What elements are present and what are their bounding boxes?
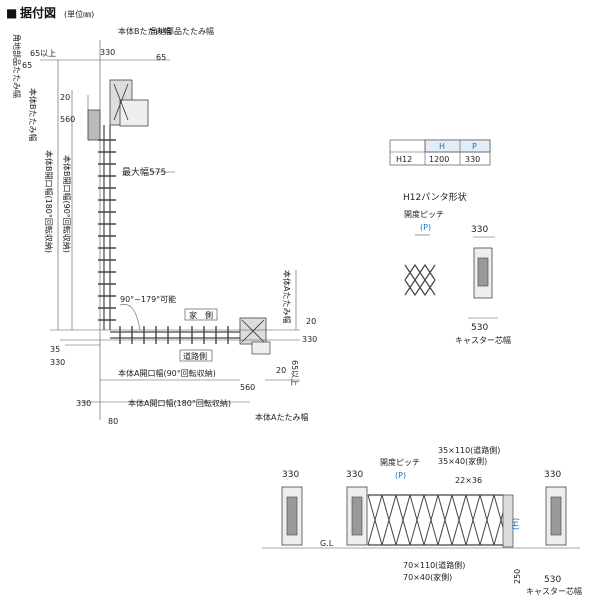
label-body-a-opening-180: 本体A開口幅(180°回転収納)	[128, 398, 231, 408]
panta-title: H12パンタ形状	[403, 191, 467, 203]
elev-dim-530: 530	[544, 575, 561, 585]
label-corner-fold-top: 角地部品たたみ幅	[150, 26, 214, 36]
label-corner-fold-left: 角地部品たたみ幅	[12, 34, 22, 98]
label-body-a-fold-bottom: 本体Aたたみ幅	[255, 412, 308, 422]
dim-330-bottom: 330	[76, 399, 91, 408]
pantograph-shape: H12パンタ形状 開度ピッチ (P) 330 530 キャスター芯幅	[403, 191, 511, 345]
dim-65-top: 65	[156, 53, 166, 62]
elev-dim-250: 250	[513, 569, 522, 584]
label-road-side: 道路側	[183, 351, 207, 361]
title-main: 据付図	[20, 5, 56, 20]
table-cell-model: H12	[396, 155, 412, 164]
dim-65-or-more: 65以上	[30, 49, 56, 58]
dim-35: 35	[50, 345, 60, 354]
dim-20-b: 20	[60, 93, 70, 102]
elev-house-bottom: 70×40(家側)	[403, 572, 452, 582]
elevation-view: G.L 330 330 開度ピッチ (P) 35×110(道路側) 35×40(…	[262, 445, 582, 596]
spec-table: H P H12 1200 330	[389, 139, 491, 166]
elev-dim-22x36: 22×36	[455, 476, 482, 485]
dim-65-left: 65	[22, 61, 32, 70]
elev-gl: G.L	[320, 539, 334, 548]
elev-dim-330-mid: 330	[346, 470, 363, 480]
panta-caster-center: キャスター芯幅	[455, 335, 511, 345]
label-body-b-fold-side: 本体Bたたみ幅	[28, 88, 38, 142]
dim-560-b: 560	[60, 115, 75, 124]
elev-house-top: 35×40(家側)	[438, 456, 487, 466]
label-body-b-opening-90: 本体B開口幅(90°回転収納)	[62, 155, 72, 253]
plan-view: 角地部品たたみ幅 65以上 65 本体Bたたみ幅 330 角地部品たたみ幅 65…	[12, 26, 317, 426]
elev-pitch-symbol: (P)	[395, 471, 406, 480]
panta-dim-330: 330	[471, 225, 488, 235]
table-cell-h: 1200	[429, 155, 449, 164]
corner-post	[87, 109, 101, 141]
dim-330-left: 330	[50, 358, 65, 367]
title-unit: (単位㎜)	[64, 9, 94, 19]
label-max-width: 最大幅575	[122, 166, 166, 178]
dim-560-a: 560	[240, 383, 255, 392]
dim-20-a2: 20	[276, 366, 286, 375]
label-house-side: 家 側	[189, 310, 213, 320]
corner-part-folded	[119, 99, 149, 127]
gate-b-lattice	[98, 139, 116, 321]
elev-dim-330-right: 330	[544, 470, 561, 480]
dim-330-a: 330	[302, 335, 317, 344]
gate-a-lattice	[119, 326, 229, 344]
elev-road-top: 35×110(道路側)	[438, 445, 500, 455]
elev-road-bottom: 70×110(道路側)	[403, 560, 465, 570]
panta-pitch-symbol: (P)	[420, 223, 431, 232]
dim-65-or-more-a: 65以上	[290, 360, 299, 386]
elev-caster-center: キャスター芯幅	[526, 586, 582, 596]
label-angle-note: 90°~179°可能	[120, 294, 176, 304]
dim-330-top: 330	[100, 48, 115, 57]
panta-dim-530: 530	[471, 323, 488, 333]
panta-pitch-label: 開度ピッチ	[404, 209, 444, 219]
label-body-b-opening-180: 本体B開口幅(180°回転収納)	[44, 150, 54, 253]
elev-pitch-label: 開度ピッチ	[380, 457, 420, 467]
dim-20-a: 20	[306, 317, 316, 326]
label-body-b-fold-top: 本体Bたたみ幅	[118, 26, 172, 36]
label-body-a-fold-right: 本体Aたたみ幅	[282, 270, 292, 323]
table-cell-p: 330	[465, 155, 480, 164]
elev-height-symbol: (H)	[511, 518, 520, 530]
table-header-p: P	[472, 142, 477, 151]
elev-dim-330-left: 330	[282, 470, 299, 480]
title-marker: ■	[6, 6, 17, 20]
table-header-h: H	[439, 142, 445, 151]
dim-80: 80	[108, 417, 118, 426]
label-body-a-opening-90: 本体A開口幅(90°回転収納)	[118, 368, 216, 378]
